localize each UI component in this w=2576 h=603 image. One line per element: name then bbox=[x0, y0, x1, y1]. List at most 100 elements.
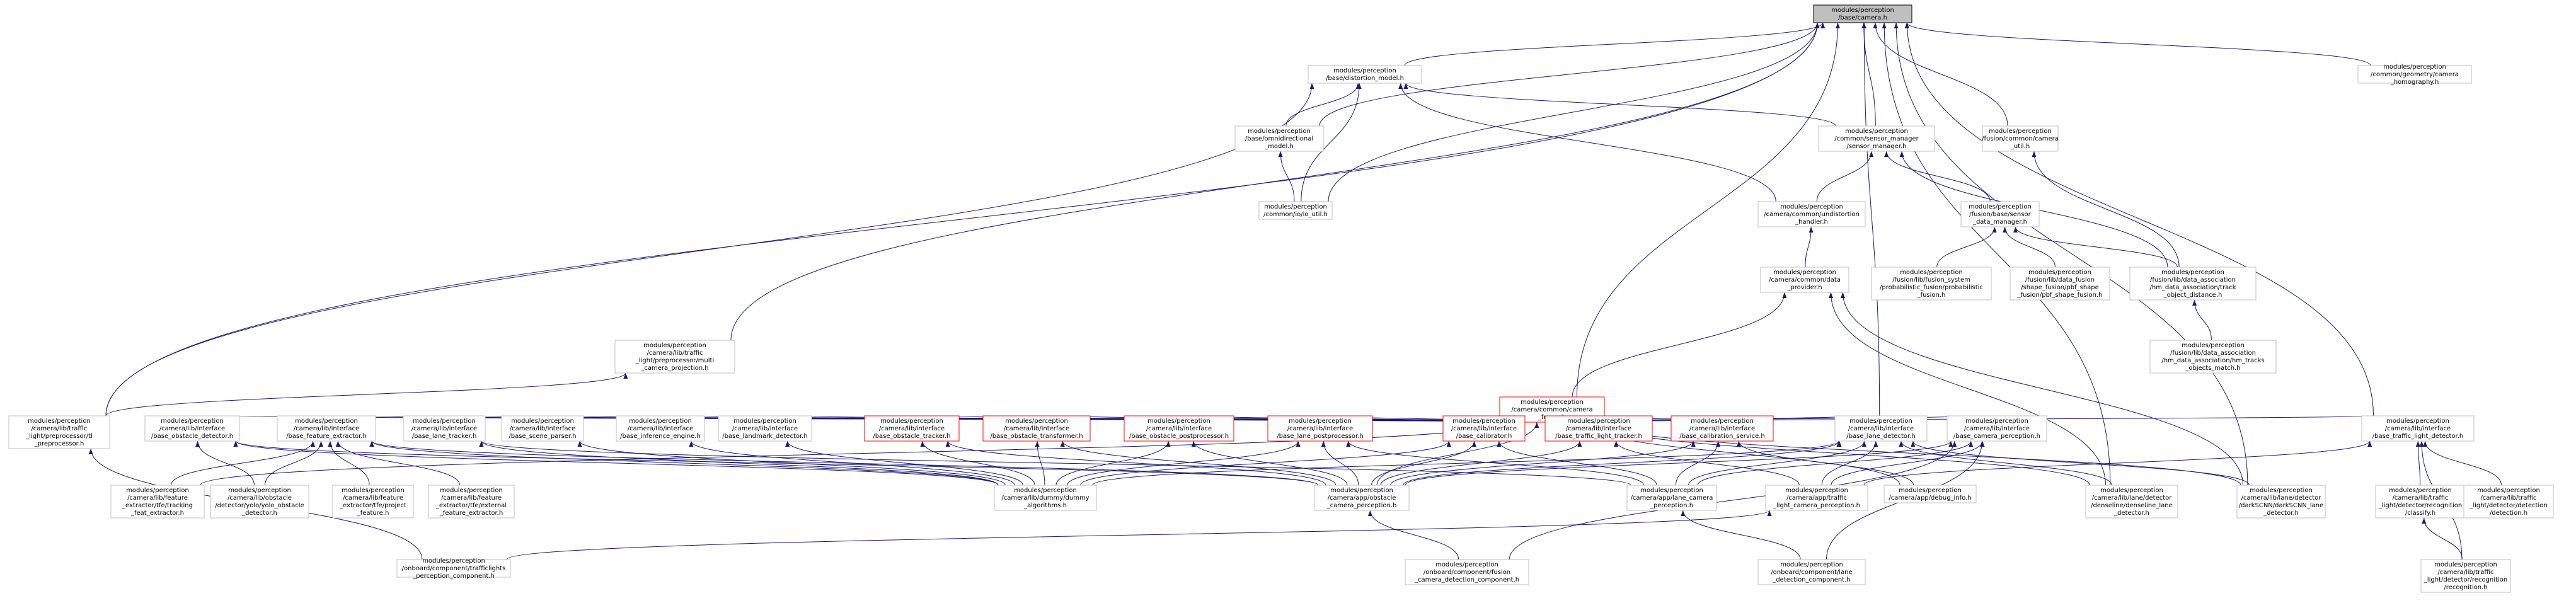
include-edge bbox=[2192, 299, 2212, 341]
node-box bbox=[396, 559, 511, 578]
file-node-fusion-sdm[interactable]: modules/perception/fusion/base/sensor_da… bbox=[1960, 201, 2040, 227]
file-node-distortion[interactable]: modules/perception/base/distortion_model… bbox=[1308, 65, 1422, 84]
file-node-lane-cam-perc[interactable]: modules/perception/camera/app/lane_camer… bbox=[1626, 485, 1717, 511]
include-edge bbox=[1067, 440, 1301, 486]
include-edge bbox=[1697, 440, 1974, 486]
file-node-sensor-mgr[interactable]: modules/perception/common/sensor_manager… bbox=[1818, 125, 1935, 152]
file-node-calib-svc[interactable]: modules/perception/camera/lib/interface/… bbox=[1670, 415, 1774, 442]
node-label-line: /camera/lib/interface bbox=[1848, 425, 1914, 432]
node-label-line: modules/perception bbox=[1640, 487, 1703, 494]
file-node-tl-trk[interactable]: modules/perception/camera/lib/interface/… bbox=[1544, 415, 1653, 442]
file-node-lane-det[interactable]: modules/perception/camera/lib/interface/… bbox=[1834, 415, 1928, 442]
file-node-iolo[interactable]: modules/perception/common/io/io_util.h bbox=[1258, 201, 1333, 220]
node-label-line: /camera/lib/interface bbox=[1964, 425, 2030, 432]
file-node-inference[interactable]: modules/perception/camera/lib/interface/… bbox=[616, 415, 705, 442]
node-label-line: modules/perception bbox=[2477, 487, 2540, 494]
file-node-debug-info[interactable]: modules/perception/camera/app/debug_info… bbox=[1883, 485, 1977, 503]
node-label-line: /camera/lib/traffic bbox=[31, 425, 87, 432]
node-label-line: modules/perception bbox=[2386, 418, 2449, 425]
node-label-line: /base_landmark_detector.h bbox=[722, 433, 807, 440]
file-node-calibrator[interactable]: modules/perception/camera/lib/interface/… bbox=[1442, 415, 1526, 442]
include-edge bbox=[2422, 517, 2463, 560]
node-label-line: /base_camera_perception.h bbox=[1953, 433, 2040, 440]
file-node-homography[interactable]: modules/perception/common/geometry/camer… bbox=[2357, 64, 2472, 86]
file-node-external-feat[interactable]: modules/perception/camera/lib/feature_ex… bbox=[428, 485, 515, 519]
file-node-track-obj[interactable]: modules/perception/fusion/lib/data_assoc… bbox=[2129, 267, 2257, 301]
node-label-line: /camera/lib/interface bbox=[159, 425, 225, 432]
file-node-landmark[interactable]: modules/perception/camera/lib/interface/… bbox=[718, 415, 812, 442]
include-edge bbox=[1398, 83, 1776, 202]
include-edge bbox=[1863, 440, 2372, 486]
file-node-obs-trans[interactable]: modules/perception/camera/lib/interface/… bbox=[982, 415, 1091, 442]
include-edge bbox=[506, 510, 1772, 560]
node-label-line: /camera/common/camera bbox=[1511, 406, 1592, 413]
file-node-darkscnn[interactable]: modules/perception/camera/lib/lane/detec… bbox=[2236, 485, 2326, 519]
file-node-tl-detection[interactable]: modules/perception/camera/lib/traffic_li… bbox=[2463, 485, 2554, 519]
file-node-obs-trk[interactable]: modules/perception/camera/lib/interface/… bbox=[864, 415, 960, 442]
file-node-cam-perc[interactable]: modules/perception/camera/lib/interface/… bbox=[1946, 415, 2047, 442]
file-node-fusion-cam[interactable]: modules/perception/fusion/common/camera_… bbox=[1982, 125, 2059, 152]
node-label-line: modules/perception bbox=[1899, 487, 1962, 494]
node-box bbox=[210, 485, 309, 519]
file-node-camera[interactable]: modules/perception/base/camera.h bbox=[1813, 4, 1912, 23]
include-edge bbox=[1816, 151, 1874, 202]
file-node-lane-det-comp[interactable]: modules/perception/onboard/component/lan… bbox=[1757, 559, 1866, 585]
include-edge bbox=[1861, 22, 1880, 416]
include-edge bbox=[1390, 440, 1696, 486]
include-edge bbox=[1829, 292, 2106, 486]
file-node-obs-post[interactable]: modules/perception/camera/lib/interface/… bbox=[1124, 415, 1234, 442]
file-node-pbf-shape[interactable]: modules/perception/fusion/lib/data_fusio… bbox=[2010, 267, 2110, 301]
include-edge bbox=[335, 440, 461, 486]
node-label-line: _perception.h bbox=[1650, 502, 1693, 509]
file-node-tracking-feat[interactable]: modules/perception/camera/lib/feature_ex… bbox=[110, 485, 205, 519]
file-node-multi-cam[interactable]: modules/perception/camera/lib/traffic_li… bbox=[614, 340, 735, 374]
node-label-line: modules/perception bbox=[1969, 204, 2032, 210]
file-node-omni[interactable]: modules/perception/base/omnidirectional_… bbox=[1234, 125, 1324, 152]
node-box bbox=[2129, 267, 2257, 301]
node-box bbox=[2236, 485, 2326, 519]
file-node-obs-cam-perc[interactable]: modules/perception/camera/app/obstacle_c… bbox=[1314, 485, 1410, 511]
node-label-line: modules/perception bbox=[1289, 418, 1352, 425]
file-node-denseline[interactable]: modules/perception/camera/lib/lane/detec… bbox=[2085, 485, 2178, 519]
file-node-tl-cam-perc[interactable]: modules/perception/camera/app/traffic_li… bbox=[1765, 485, 1868, 511]
node-label-line: /base_obstacle_transformer.h bbox=[990, 433, 1083, 440]
file-node-feat-ext[interactable]: modules/perception/camera/lib/interface/… bbox=[277, 415, 376, 442]
file-node-scene-parser[interactable]: modules/perception/camera/lib/interface/… bbox=[501, 415, 584, 442]
node-label-line: /camera/lib/traffic bbox=[2480, 495, 2536, 502]
file-node-yolo-obs[interactable]: modules/perception/camera/lib/obstacle/d… bbox=[210, 485, 309, 519]
file-node-lane-post[interactable]: modules/perception/camera/lib/interface/… bbox=[1267, 415, 1373, 442]
node-box bbox=[1946, 415, 2047, 442]
file-node-fusion-cam-comp[interactable]: modules/perception/onboard/component/fus… bbox=[1405, 559, 1529, 585]
file-node-obs-det[interactable]: modules/perception/camera/lib/interface/… bbox=[144, 415, 240, 442]
file-node-project-feat[interactable]: modules/perception/camera/lib/feature_ex… bbox=[332, 485, 414, 519]
file-node-tl-pre[interactable]: modules/perception/camera/lib/traffic_li… bbox=[8, 415, 110, 449]
node-box bbox=[2085, 485, 2178, 519]
node-label-line: /base_scene_parser.h bbox=[509, 433, 576, 440]
include-edge bbox=[945, 440, 1326, 486]
file-node-trafficlights-comp[interactable]: modules/perception/onboard/component/tra… bbox=[396, 558, 511, 580]
file-node-tl-det[interactable]: modules/perception/camera/lib/interface/… bbox=[2361, 415, 2475, 442]
include-edge bbox=[1688, 440, 1866, 486]
node-box bbox=[1765, 485, 1868, 511]
node-label-line: /camera/lib/feature bbox=[441, 495, 502, 502]
node-label-line: /probabilistic_fusion/probabilistic bbox=[1880, 284, 1983, 291]
file-node-lane-trk[interactable]: modules/perception/camera/lib/interface/… bbox=[403, 415, 486, 442]
file-node-hm-tracks[interactable]: modules/perception/fusion/lib/data_assoc… bbox=[2149, 340, 2277, 374]
include-edge bbox=[1319, 22, 1820, 127]
file-node-classify[interactable]: modules/perception/camera/lib/traffic_li… bbox=[2375, 485, 2466, 519]
node-label-line: modules/perception bbox=[2182, 342, 2245, 349]
file-node-data-provider[interactable]: modules/perception/camera/common/data_pr… bbox=[1760, 267, 1849, 293]
node-label-line: /camera/app/debug_info.h bbox=[1889, 495, 1971, 502]
file-node-prob-fusion[interactable]: modules/perception/fusion/lib/fusion_sys… bbox=[1871, 267, 1992, 301]
node-label-line: /camera/lib/lane/detector bbox=[2092, 495, 2173, 502]
node-box bbox=[332, 485, 414, 519]
node-box bbox=[1258, 201, 1333, 220]
file-node-dummy[interactable]: modules/perception/camera/lib/dummy/dumm… bbox=[994, 485, 1097, 511]
node-box bbox=[403, 415, 486, 442]
node-label-line: modules/perception bbox=[295, 418, 358, 425]
node-label-line: _feat_extractor.h bbox=[130, 510, 184, 517]
file-node-undist[interactable]: modules/perception/camera/common/undisto… bbox=[1757, 201, 1866, 227]
node-box bbox=[1834, 415, 1928, 442]
include-edge bbox=[1509, 440, 1957, 560]
file-node-recognition[interactable]: modules/perception/camera/lib/traffic_li… bbox=[2420, 559, 2511, 593]
